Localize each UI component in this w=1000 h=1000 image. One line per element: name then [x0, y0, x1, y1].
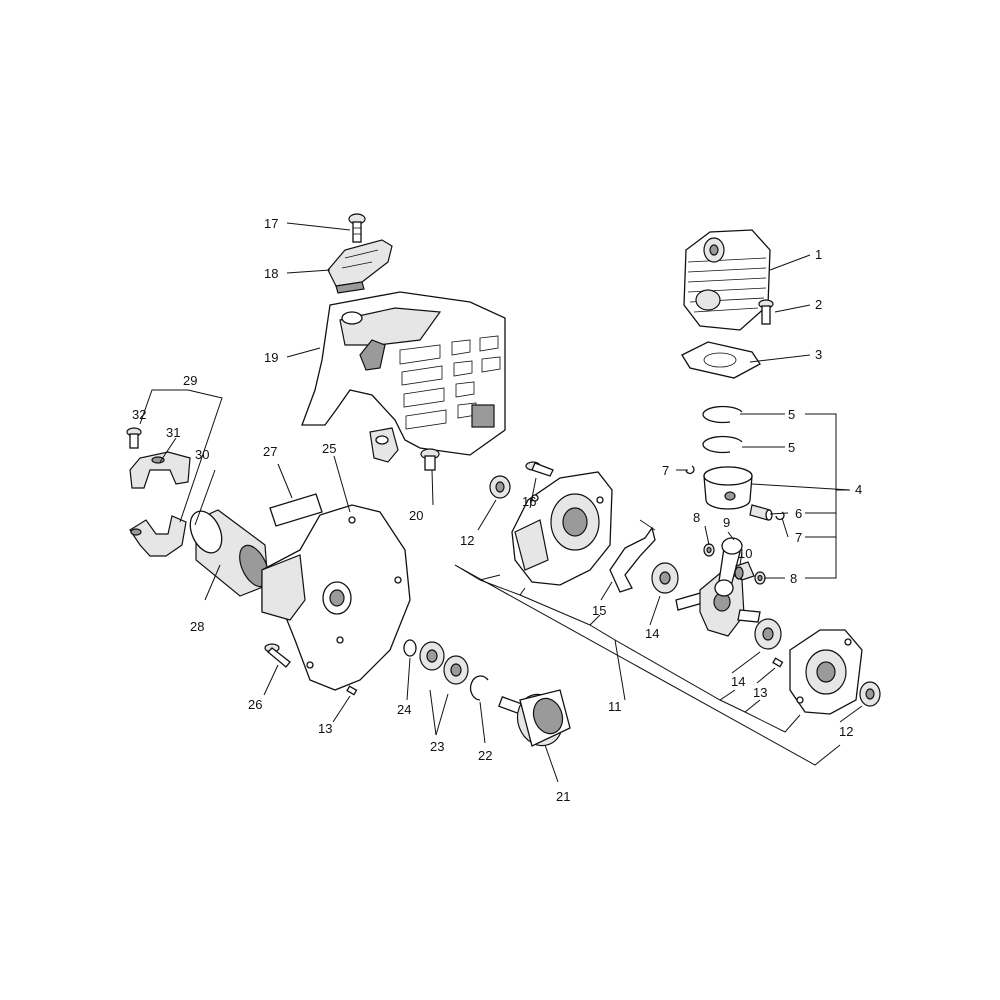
part-24-circlip[interactable] [403, 639, 417, 657]
part-10-needle-bearing[interactable] [734, 561, 755, 581]
part-26-bolt[interactable] [264, 643, 291, 668]
part-25-fan-housing[interactable] [261, 504, 411, 691]
label-30: 30 [195, 447, 209, 462]
part-21-clutch-drum[interactable] [498, 688, 571, 752]
part-8-washer-left[interactable] [703, 543, 715, 557]
part-12-oil-seal-upper[interactable] [489, 475, 511, 499]
label-5-lower: 5 [788, 440, 795, 455]
part-27-label[interactable] [269, 493, 323, 527]
part-3-gasket[interactable] [681, 341, 761, 379]
label-17: 17 [264, 216, 278, 231]
label-19: 19 [264, 350, 278, 365]
label-13-left: 13 [318, 721, 332, 736]
label-32: 32 [132, 407, 146, 422]
part-crankcase-right[interactable] [789, 629, 863, 715]
label-23: 23 [430, 739, 444, 754]
label-9: 9 [723, 515, 730, 530]
label-16: 16 [522, 494, 536, 509]
label-27: 27 [263, 444, 277, 459]
part-31-clamp-upper[interactable] [129, 451, 191, 489]
label-18: 18 [264, 266, 278, 281]
part-5-piston-ring-upper[interactable] [702, 405, 743, 424]
part-17-bolt[interactable] [348, 213, 366, 243]
label-29: 29 [183, 373, 197, 388]
label-2: 2 [815, 297, 822, 312]
part-18-cover-knob[interactable] [327, 239, 393, 294]
label-8-left: 8 [693, 510, 700, 525]
part-15-spring-clip[interactable] [609, 519, 656, 593]
part-16-bolt[interactable] [525, 461, 554, 477]
part-6-piston-pin[interactable] [749, 504, 773, 521]
part-12-oil-seal-right[interactable] [859, 681, 881, 707]
label-12-right: 12 [839, 724, 853, 739]
label-15: 15 [592, 603, 606, 618]
part-13-pin-right[interactable] [772, 657, 784, 668]
label-22: 22 [478, 748, 492, 763]
part-1-cylinder[interactable] [683, 229, 771, 331]
part-14-bearing-upper[interactable] [651, 562, 679, 594]
label-28: 28 [190, 619, 204, 634]
label-12-upper: 12 [460, 533, 474, 548]
part-5-piston-ring-lower[interactable] [702, 435, 743, 454]
part-crankcase-left[interactable] [511, 471, 613, 586]
label-14-upper: 14 [645, 626, 659, 641]
label-4: 4 [855, 482, 862, 497]
label-20: 20 [409, 508, 423, 523]
part-7-piston-clip-left[interactable] [685, 465, 695, 475]
callout-labels: 17 18 19 1 2 3 5 5 7 4 6 7 8 8 9 10 20 2… [132, 216, 862, 804]
part-32-bolt[interactable] [126, 427, 142, 449]
part-20-screw[interactable] [420, 448, 440, 471]
label-24: 24 [397, 702, 411, 717]
part-2-bolt[interactable] [758, 299, 774, 325]
part-19-engine-cover[interactable] [301, 291, 506, 463]
label-21: 21 [556, 789, 570, 804]
part-13-pin-left[interactable] [346, 685, 358, 696]
label-25: 25 [322, 441, 336, 456]
label-10: 10 [738, 546, 752, 561]
label-6: 6 [795, 506, 802, 521]
part-4-piston[interactable] [703, 466, 753, 510]
part-30-clamp-lower[interactable] [129, 515, 187, 557]
label-13-right: 13 [753, 685, 767, 700]
label-14-lower: 14 [731, 674, 745, 689]
label-7-right: 7 [795, 530, 802, 545]
part-22-circlip[interactable] [469, 675, 489, 701]
label-5-upper: 5 [788, 407, 795, 422]
leader-lines [139, 222, 863, 783]
part-8-washer-right[interactable] [754, 571, 766, 585]
label-11: 11 [608, 699, 622, 714]
label-8-right: 8 [790, 571, 797, 586]
label-26: 26 [248, 697, 262, 712]
label-1: 1 [815, 247, 822, 262]
part-11-crankshaft[interactable] [675, 569, 761, 637]
label-3: 3 [815, 347, 822, 362]
part-14-bearing-lower[interactable] [754, 618, 782, 650]
label-31: 31 [166, 425, 180, 440]
label-7-left: 7 [662, 463, 669, 478]
part-28-clutch-tube[interactable] [184, 506, 274, 597]
part-23-bearings[interactable] [419, 641, 469, 685]
